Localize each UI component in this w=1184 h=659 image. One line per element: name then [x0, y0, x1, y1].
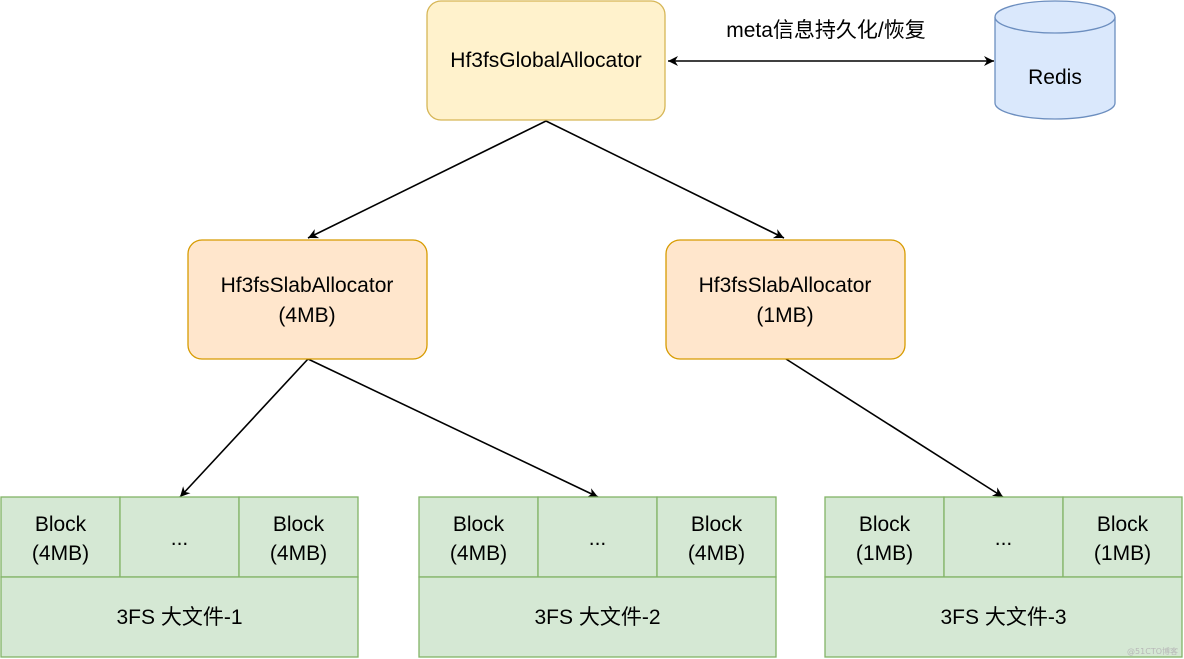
- file-caption-cell: [0, 576, 359, 658]
- block-ellipsis-label: ...: [995, 527, 1013, 550]
- block-size-label: (1MB): [1094, 542, 1151, 565]
- file-group-1: Block (4MB)... Block (4MB) 3FS 大文件-1: [0, 496, 359, 658]
- file-caption-cell: [418, 576, 777, 658]
- edge-global-slab4: [307, 120, 547, 239]
- file-group-3: Block (1MB)... Block (1MB) 3FS 大文件-3: [824, 496, 1183, 658]
- block-label: Block: [859, 513, 911, 536]
- block-ellipsis-cell: [119, 496, 240, 578]
- file-caption-label: 3FS 大文件-1: [116, 606, 242, 629]
- block-size-label: (4MB): [270, 542, 327, 565]
- block-label: Block: [453, 513, 505, 536]
- block-size-label: (4MB): [688, 542, 745, 565]
- block-size-label: (4MB): [450, 542, 507, 565]
- block-cell: [418, 496, 539, 578]
- slab-4mb-title: Hf3fsSlabAllocator: [221, 274, 394, 297]
- slab-allocator-1mb-node: Hf3fsSlabAllocator (1MB): [665, 239, 906, 360]
- block-cell: [1062, 496, 1183, 578]
- block-cell: [824, 496, 945, 578]
- edge-global-slab1: [545, 120, 785, 239]
- edge-slab4-file1: [179, 358, 309, 498]
- file-group-2: Block (4MB)... Block (4MB) 3FS 大文件-2: [418, 496, 777, 658]
- slab-4mb-size: (4MB): [278, 304, 335, 327]
- block-label: Block: [273, 513, 325, 536]
- file-caption-label: 3FS 大文件-3: [940, 606, 1066, 629]
- block-cell: [656, 496, 777, 578]
- slab-allocator-4mb-node: Hf3fsSlabAllocator (4MB): [187, 239, 428, 360]
- block-size-label: (1MB): [856, 542, 913, 565]
- files-layer: Block (4MB)... Block (4MB) 3FS 大文件-1 Block (4M…: [0, 496, 1183, 658]
- slab-1mb-size: (1MB): [756, 304, 813, 327]
- global-allocator-node: Hf3fsGlobalAllocator: [426, 0, 666, 121]
- block-ellipsis-label: ...: [589, 527, 607, 550]
- global-allocator-label: Hf3fsGlobalAllocator: [450, 49, 641, 72]
- block-ellipsis-label: ...: [171, 527, 189, 550]
- block-label: Block: [35, 513, 87, 536]
- redis-label: Redis: [1028, 66, 1082, 89]
- watermark-text: @51CTO博客: [1127, 646, 1178, 656]
- edges: meta信息持久化/恢复: [179, 19, 1004, 498]
- block-size-label: (4MB): [32, 542, 89, 565]
- slab-1mb-title: Hf3fsSlabAllocator: [699, 274, 872, 297]
- block-label: Block: [691, 513, 743, 536]
- file-caption-cell: [824, 576, 1183, 658]
- block-cell: [0, 496, 121, 578]
- block-ellipsis-cell: [943, 496, 1064, 578]
- redis-node: Redis: [994, 0, 1116, 120]
- edge-slab4-file2: [307, 358, 599, 498]
- edge-label-persist: meta信息持久化/恢复: [726, 19, 926, 42]
- block-label: Block: [1097, 513, 1149, 536]
- edge-slab1-file3: [785, 358, 1004, 498]
- file-caption-label: 3FS 大文件-2: [534, 606, 660, 629]
- block-cell: [238, 496, 359, 578]
